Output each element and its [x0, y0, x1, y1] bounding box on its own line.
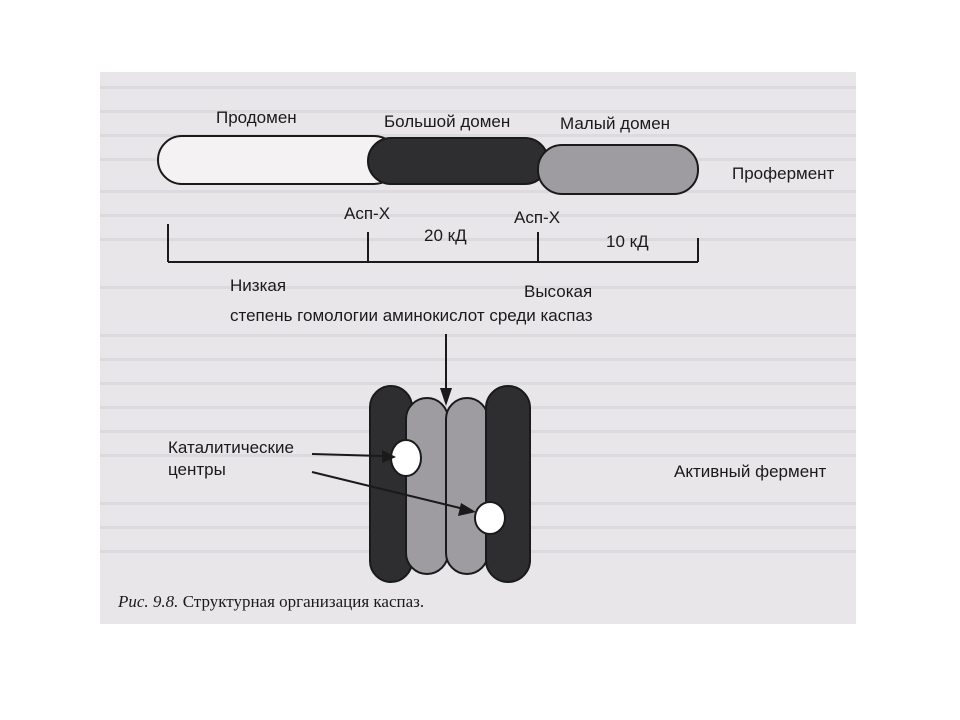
figure-caption-text: Структурная организация каспаз.: [182, 592, 425, 611]
pointer-arrow-1: [311, 453, 385, 457]
active-enzyme-small-subunit-2: [445, 397, 489, 575]
homology-high-label: Высокая: [524, 282, 593, 301]
active-enzyme-outer-large-right: [485, 385, 531, 583]
activation-arrowhead: [440, 388, 452, 406]
pointer-arrowhead-2: [458, 503, 476, 516]
large-domain-label: Большой домен: [384, 112, 511, 131]
small-domain-label: Малый домен: [560, 114, 671, 133]
active-enzyme-small-subunit-1: [405, 397, 449, 575]
homology-low-label: Низкая: [230, 276, 287, 295]
small-domain-segment: [537, 144, 699, 195]
asp-x-label-1: Асп-Х: [344, 204, 391, 223]
kda-10-label: 10 кД: [606, 232, 649, 251]
large-domain-segment: [367, 137, 549, 185]
catalytic-center-1: [390, 439, 422, 477]
homology-bracket: [167, 224, 699, 263]
catalytic-centers-label-line2: центры: [168, 460, 226, 479]
pointer-arrow-2: [311, 471, 465, 510]
active-enzyme-label: Активный фермент: [674, 462, 827, 481]
proenzyme-label: Профермент: [732, 164, 835, 183]
scanned-figure: Продомен Большой домен Малый домен Профе…: [100, 72, 856, 624]
kda-20-label: 20 кД: [424, 226, 467, 245]
caspase-diagram: [157, 135, 699, 583]
pointer-arrowhead-1: [382, 450, 396, 463]
catalytic-centers-label-line1: Каталитические: [168, 438, 294, 457]
figure-number: Рис. 9.8.: [118, 592, 179, 611]
asp-x-label-2: Асп-Х: [514, 208, 561, 227]
prodomain-segment: [157, 135, 399, 185]
figure-caption: Рис. 9.8. Структурная организация каспаз…: [118, 592, 424, 612]
prodomain-label: Продомен: [216, 108, 297, 127]
homology-caption: степень гомологии аминокислот среди касп…: [230, 306, 593, 325]
catalytic-center-2: [474, 501, 506, 535]
